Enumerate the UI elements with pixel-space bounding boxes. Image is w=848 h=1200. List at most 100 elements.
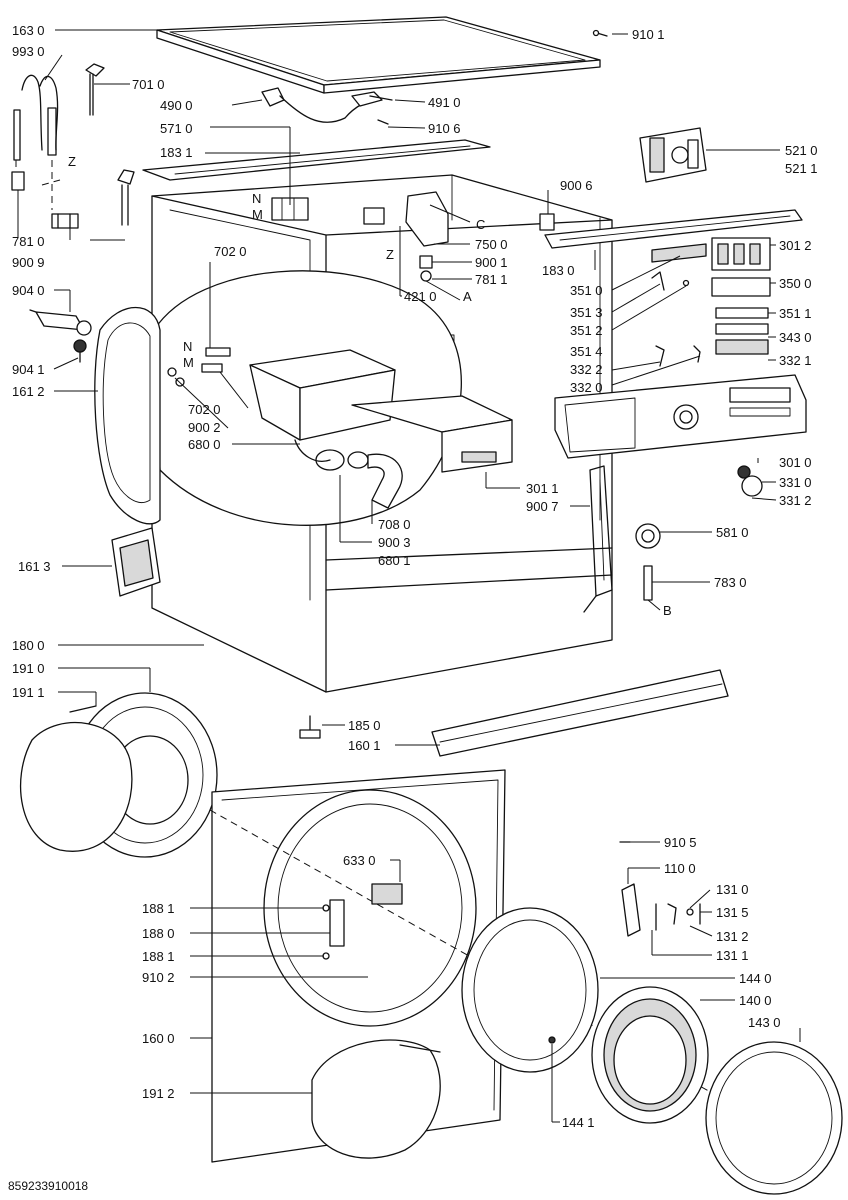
- label-702-0-b: 702 0: [188, 402, 221, 417]
- control-board: [711, 237, 771, 271]
- label-351-2: 351 2: [570, 323, 603, 338]
- label-160-1: 160 1: [348, 738, 381, 753]
- marker-n: N: [252, 191, 261, 206]
- label-185-0: 185 0: [348, 718, 381, 733]
- label-343-0: 343 0: [779, 330, 812, 345]
- kick-plate: [431, 669, 729, 757]
- label-633-0: 633 0: [343, 853, 376, 868]
- label-680-1: 680 1: [378, 553, 411, 568]
- label-521-0: 521 0: [785, 143, 818, 158]
- label-180-0: 180 0: [12, 638, 45, 653]
- filter-grille: [111, 527, 161, 597]
- label-131-0: 131 0: [716, 882, 749, 897]
- label-351-1: 351 1: [779, 306, 812, 321]
- door-outer-ring: [705, 1041, 843, 1195]
- label-900-1: 900 1: [475, 255, 508, 270]
- label-144-1: 144 1: [562, 1115, 595, 1130]
- label-183-1: 183 1: [160, 145, 193, 160]
- label-301-2: 301 2: [779, 238, 812, 253]
- marker-z: Z: [68, 154, 76, 169]
- door-handle: [619, 841, 701, 937]
- label-191-0: 191 0: [12, 661, 45, 676]
- shock-absorber: [29, 309, 92, 336]
- label-188-1: 188 1: [142, 901, 175, 916]
- gasket-ring-part: [311, 1039, 441, 1159]
- sensor-parts: [167, 347, 231, 387]
- label-701-0: 701 0: [132, 77, 165, 92]
- label-161-3: 161 3: [18, 559, 51, 574]
- label-160-0: 160 0: [142, 1031, 175, 1046]
- small-levers: [651, 271, 701, 367]
- foot-part: [299, 715, 321, 739]
- top-cover: [156, 16, 601, 94]
- label-331-2: 331 2: [779, 493, 812, 508]
- screw-part: [592, 29, 608, 37]
- cable-assembly: [261, 87, 393, 123]
- label-188-1-b: 188 1: [142, 949, 175, 964]
- document-reference: 859233910018: [8, 1179, 88, 1193]
- door-hinge: [322, 899, 345, 960]
- knob-parts: [737, 465, 763, 497]
- door-gasket-ring: [94, 307, 161, 525]
- label-900-6: 900 6: [560, 178, 593, 193]
- marker-n-2: N: [183, 339, 192, 354]
- label-191-1: 191 1: [12, 685, 45, 700]
- label-191-2: 191 2: [142, 1086, 175, 1101]
- detergent-dispenser: [249, 349, 396, 471]
- label-301-0: 301 0: [779, 455, 812, 470]
- label-910-5: 910 5: [664, 835, 697, 850]
- drain-hose: [347, 451, 403, 509]
- top-rail: [142, 139, 491, 181]
- selector-parts: [715, 307, 769, 355]
- label-910-2: 910 2: [142, 970, 175, 985]
- button-strip: [651, 243, 707, 263]
- label-144-0: 144 0: [739, 971, 772, 986]
- label-910-6: 910 6: [428, 121, 461, 136]
- label-110-0: 110 0: [664, 861, 696, 876]
- marker-m: M: [252, 207, 263, 222]
- electronic-board: [639, 127, 707, 183]
- inlet-hose-assembly: [11, 74, 61, 210]
- label-900-7: 900 7: [526, 499, 559, 514]
- label-351-0: 351 0: [570, 283, 603, 298]
- label-163-0: 163 0: [12, 23, 45, 38]
- marker-b: B: [663, 603, 672, 618]
- label-351-4: 351 4: [570, 344, 603, 359]
- label-900-2: 900 2: [188, 420, 221, 435]
- label-421-0: 421 0: [404, 289, 437, 304]
- clip-part: [539, 213, 555, 231]
- label-188-0: 188 0: [142, 926, 175, 941]
- marker-m-2: M: [183, 355, 194, 370]
- label-781-1: 781 1: [475, 272, 508, 287]
- door-lock: [371, 883, 403, 905]
- label-900-3: 900 3: [378, 535, 411, 550]
- label-183-0: 183 0: [542, 263, 575, 278]
- pressure-switch: [635, 523, 661, 549]
- absorber-pin: [73, 339, 87, 363]
- label-783-0: 783 0: [714, 575, 747, 590]
- leader-lines: [17, 29, 801, 1123]
- label-904-0: 904 0: [12, 283, 45, 298]
- control-panel: [554, 374, 807, 459]
- marker-c: C: [476, 217, 485, 232]
- label-702-0: 702 0: [214, 244, 247, 259]
- clip-part: [51, 213, 79, 229]
- label-904-1: 904 1: [12, 362, 45, 377]
- door-glass-bowl: [591, 986, 709, 1124]
- control-rail: [544, 209, 803, 249]
- door-frame: [461, 907, 599, 1073]
- label-332-0: 332 0: [570, 380, 603, 395]
- label-131-5: 131 5: [716, 905, 749, 920]
- marker-a: A: [463, 289, 472, 304]
- led-board: [711, 277, 771, 297]
- label-490-0: 490 0: [160, 98, 193, 113]
- label-331-0: 331 0: [779, 475, 812, 490]
- rod-part: [85, 63, 105, 116]
- hose-part: [90, 169, 135, 241]
- label-680-0: 680 0: [188, 437, 221, 452]
- label-708-0: 708 0: [378, 517, 411, 532]
- label-140-0: 140 0: [739, 993, 772, 1008]
- label-900-9: 900 9: [12, 255, 45, 270]
